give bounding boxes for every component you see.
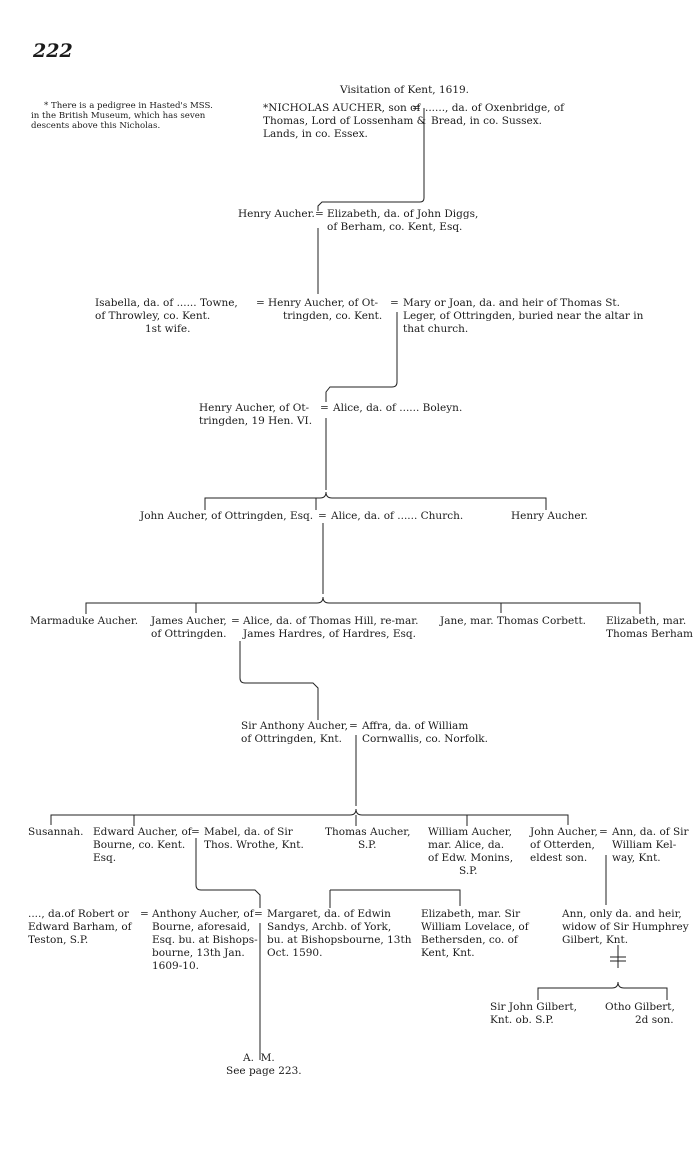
continuation-marker: A. M. [243,1052,275,1064]
marriage-sign: = [315,208,324,220]
marriage-sign: = [254,908,263,920]
nicholas-aucher-line-2: Thomas, Lord of Lossenham & [263,115,426,127]
ann-kelway-line-1: Ann, da. of Sir [612,826,689,838]
anthony-aucher-gen9-line-3: Esq. bu. at Bishops- [152,934,258,946]
elizabeth-berham-line-1: Elizabeth, mar. [606,615,687,627]
footnote-line-2: in the British Museum, which has seven [31,111,206,121]
alice-hill-line-1: Alice, da. of Thomas Hill, re-mar. [243,615,419,627]
ann-kelway-line-2: William Kel- [612,839,677,851]
henry-aucher-gen4-line-2: tringden, 19 Hen. VI. [199,415,313,427]
john-aucher-gen5: John Aucher, of Ottringden, Esq. [140,510,314,522]
mary-joan-st-leger-line-3: that church. [403,323,469,335]
marmaduke-aucher: Marmaduke Aucher. [30,615,139,627]
henry-aucher-gen5: Henry Aucher. [511,510,588,522]
elizabeth-diggs-line-1: Elizabeth, da. of John Diggs, [327,208,479,220]
barham-wife-line-2: Edward Barham, of [28,921,132,933]
nicholas-aucher-line-3: Lands, in co. Essex. [263,128,368,140]
edward-aucher-line-3: Esq. [93,852,117,864]
anthony-aucher-gen9-line-5: 1609-10. [152,960,199,972]
margaret-sandys-line-4: Oct. 1590. [267,947,323,959]
isabella-towne-line-1: Isabella, da. of ...... Towne, [95,297,238,309]
mary-joan-st-leger-line-2: Leger, of Ottringden, buried near the al… [403,310,644,322]
elizabeth-lovelace-line-2: William Lovelace, of [421,921,529,933]
marriage-sign: = [256,297,265,309]
alice-church: Alice, da. of ...... Church. [331,510,464,522]
mabel-wrothe-line-1: Mabel, da. of Sir [204,826,293,838]
sir-john-gilbert-line-2: Knt. ob. S.P. [490,1014,554,1026]
marriage-sign: = [390,297,399,309]
john-aucher-gen8-line-2: of Otterden, [530,839,595,851]
sir-anthony-aucher-line-2: of Ottringden, Knt. [241,733,342,745]
alice-hill-line-2: James Hardres, of Hardres, Esq. [243,628,416,640]
john-aucher-gen8-line-1: John Aucher, [530,826,598,838]
william-aucher-line-3: of Edw. Monins, [428,852,514,864]
elizabeth-lovelace-line-1: Elizabeth, mar. Sir [421,908,521,920]
elizabeth-lovelace-line-3: Bethersden, co. of [421,934,518,946]
edward-aucher-line-2: Bourne, co. Kent. [93,839,186,851]
marriage-sign: = [140,908,149,920]
susannah: Susannah. [28,826,84,838]
margaret-sandys-line-1: Margaret, da. of Edwin [267,908,391,920]
sir-john-gilbert-line-1: Sir John Gilbert, [490,1001,577,1013]
ann-gilbert-line-1: Ann, only da. and heir, [562,908,682,920]
henry-aucher-gen3-line-2: tringden, co. Kent. [283,310,383,322]
isabella-towne-line-2: of Throwley, co. Kent. [95,310,211,322]
william-aucher-line-2: mar. Alice, da. [428,839,505,851]
continuation-see-page: See page 223. [226,1065,302,1077]
mary-joan-st-leger-line-1: Mary or Joan, da. and heir of Thomas St. [403,297,620,309]
affra-cornwallis-line-2: Cornwallis, co. Norfolk. [362,733,489,745]
william-aucher-line-1: William Aucher, [428,826,512,838]
henry-aucher-gen4-line-1: Henry Aucher, of Ot- [199,402,310,414]
oxenbridge-line-1: ......, da. of Oxenbridge, of [425,102,565,114]
mabel-wrothe-line-2: Thos. Wrothe, Knt. [204,839,304,851]
elizabeth-berham-line-2: Thomas Berham [606,628,693,640]
footnote-line-1: * There is a pedigree in Hasted's MSS. [44,101,213,111]
ann-gilbert-line-2: widow of Sir Humphrey [562,921,689,933]
anthony-aucher-gen9-line-1: Anthony Aucher, of [152,908,254,920]
barham-wife-line-3: Teston, S.P. [28,934,89,946]
james-aucher-line-2: of Ottringden. [151,628,227,640]
margaret-sandys-line-2: Sandys, Archb. of York, [267,921,392,933]
anthony-aucher-gen9-line-4: bourne, 13th Jan. [152,947,245,959]
elizabeth-lovelace-line-4: Kent, Knt. [421,947,475,959]
affra-cornwallis-line-1: Affra, da. of William [362,720,469,732]
footnote-line-3: descents above this Nicholas. [31,121,161,131]
marriage-sign: = [320,402,329,414]
visitation-heading: Visitation of Kent, 1619. [340,84,470,96]
otho-gilbert-line-1: Otho Gilbert, [605,1001,675,1013]
anthony-aucher-gen9-line-2: Bourne, aforesaid, [152,921,251,933]
james-aucher-line-1: James Aucher, [151,615,227,627]
jane-aucher: Jane, mar. Thomas Corbett. [440,615,586,627]
thomas-aucher-line-2: S.P. [358,839,377,851]
marriage-sign: = [191,826,200,838]
marriage-sign: = [412,102,421,114]
page-number: 222 [33,40,73,62]
margaret-sandys-line-3: bu. at Bishopsbourne, 13th [267,934,412,946]
henry-aucher-gen2: Henry Aucher. [238,208,315,220]
john-aucher-gen8-line-3: eldest son. [530,852,588,864]
edward-aucher-line-1: Edward Aucher, of [93,826,192,838]
nicholas-aucher-line-1: *NICHOLAS AUCHER, son of [263,102,421,114]
marriage-sign: = [599,826,608,838]
marriage-sign: = [231,615,240,627]
marriage-sign: = [349,720,358,732]
thomas-aucher-line-1: Thomas Aucher, [325,826,411,838]
barham-wife-line-1: ...., da.of Robert or [28,908,129,920]
ann-kelway-line-3: way, Knt. [612,852,661,864]
henry-aucher-gen3-line-1: Henry Aucher, of Ot- [268,297,379,309]
william-aucher-line-4: S.P. [459,865,478,877]
isabella-towne-line-3: 1st wife. [145,323,191,335]
alice-boleyn: Alice, da. of ...... Boleyn. [333,402,463,414]
otho-gilbert-line-2: 2d son. [635,1014,674,1026]
elizabeth-diggs-line-2: of Berham, co. Kent, Esq. [327,221,463,233]
oxenbridge-line-2: Bread, in co. Sussex. [431,115,542,127]
sir-anthony-aucher-line-1: Sir Anthony Aucher, [241,720,348,732]
marriage-sign: = [318,510,327,522]
ann-gilbert-line-3: Gilbert, Knt. [562,934,629,946]
